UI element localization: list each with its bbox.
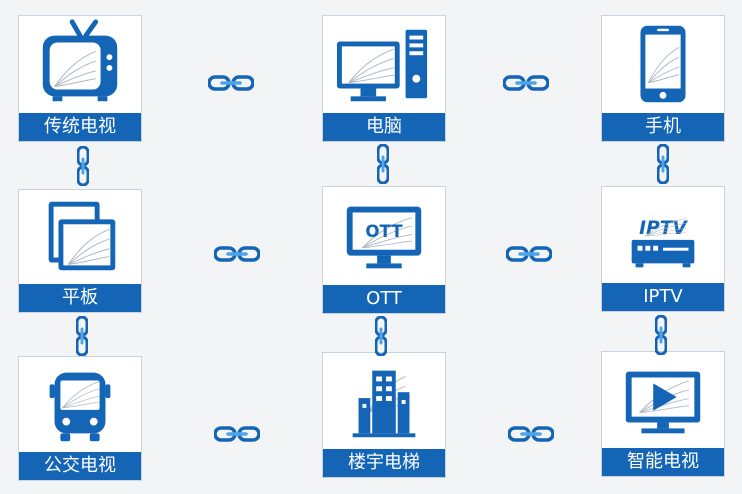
building-icon [323, 353, 445, 449]
device-label: IPTV [602, 283, 724, 311]
chain-link-icon [377, 144, 389, 184]
device-card-smart-tv: 智能电视 [601, 351, 725, 477]
device-card-building-elevator: 楼宇电梯 [322, 352, 446, 478]
tv-icon [19, 16, 141, 113]
device-card-phone: 手机 [601, 15, 725, 142]
tablet-icon [19, 190, 141, 284]
bus-icon [19, 357, 141, 452]
smart-tv-play-icon [602, 352, 724, 448]
device-card-traditional-tv: 传统电视 [18, 15, 142, 142]
chain-link-icon [77, 146, 89, 186]
device-label: 电脑 [323, 113, 445, 141]
chain-link-icon [508, 424, 554, 444]
device-label: 公交电视 [19, 452, 141, 480]
mobile-phone-icon [602, 16, 724, 113]
chain-link-icon [214, 244, 260, 264]
chain-link-icon [214, 424, 260, 444]
chain-link-icon [503, 73, 549, 93]
ott-monitor-icon: OTT [323, 187, 445, 285]
ott-screen-text: OTT [365, 222, 403, 241]
device-card-ott: OTT OTT [322, 186, 446, 314]
chain-link-icon [657, 144, 669, 184]
device-card-bus-tv: 公交电视 [18, 356, 142, 481]
device-card-computer: 电脑 [322, 15, 446, 142]
device-label: 手机 [602, 113, 724, 141]
device-label: 平板 [19, 284, 141, 312]
chain-link-icon [506, 244, 552, 264]
device-card-tablet: 平板 [18, 189, 142, 313]
device-label: 智能电视 [602, 448, 724, 476]
desktop-computer-icon [323, 16, 445, 113]
chain-link-icon [208, 73, 254, 93]
device-label: 楼宇电梯 [323, 449, 445, 477]
device-label: 传统电视 [19, 113, 141, 141]
device-card-iptv: IPTV IPTV [601, 186, 725, 312]
device-label: OTT [323, 285, 445, 313]
chain-link-icon [655, 315, 667, 355]
iptv-set-top-box-icon: IPTV [602, 187, 724, 283]
chain-link-icon [76, 316, 88, 356]
chain-link-icon [375, 316, 387, 356]
